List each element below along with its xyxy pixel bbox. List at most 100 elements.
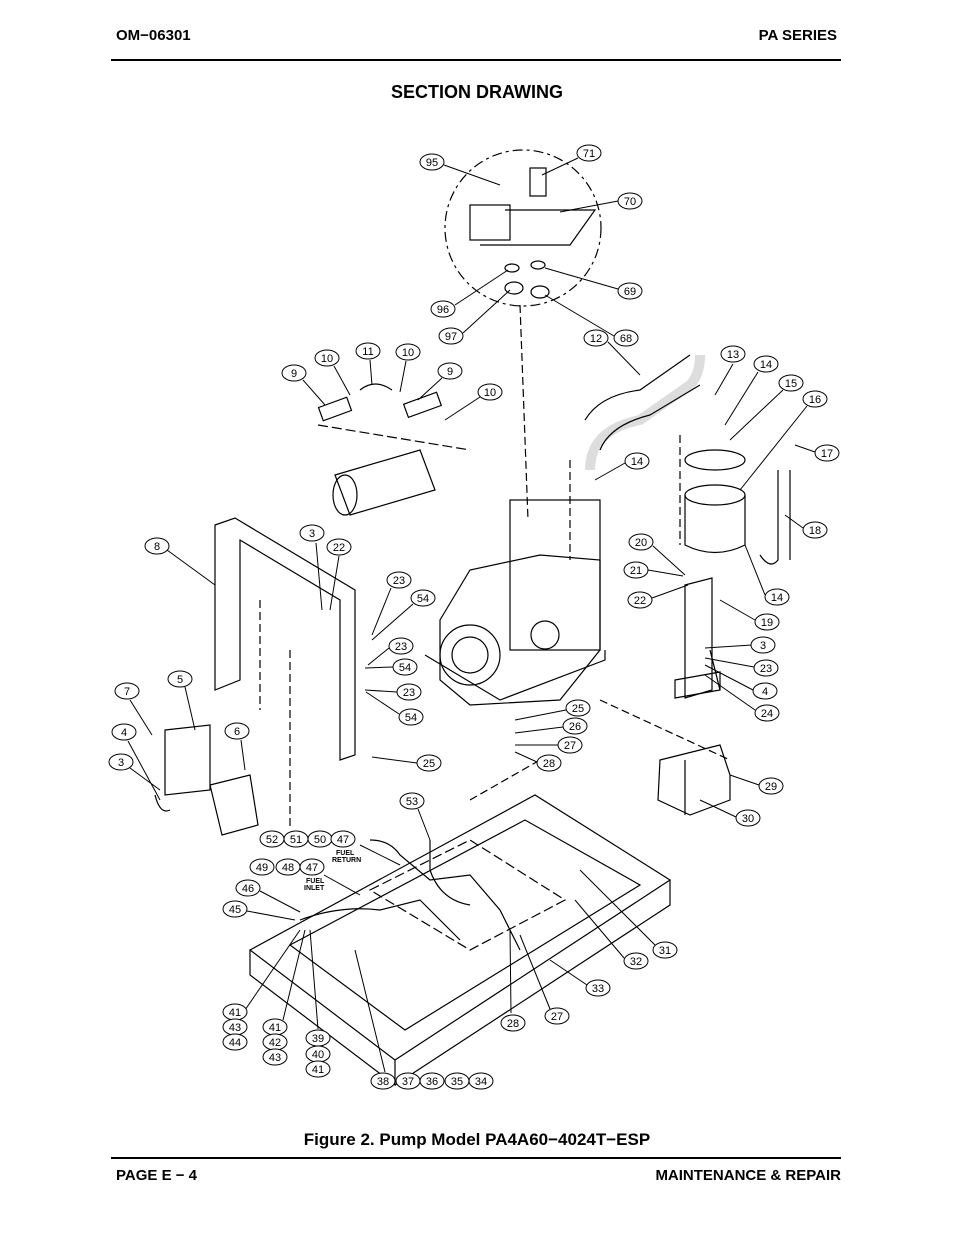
callout-33: 33: [585, 979, 611, 997]
callout-50: 50: [307, 830, 333, 848]
callout-label: 54: [405, 712, 417, 724]
callout-46: 46: [235, 879, 261, 897]
callout-label: 3: [760, 640, 766, 652]
callout-label: 25: [423, 758, 435, 770]
callout-bubble: [477, 383, 503, 401]
callout-34: 34: [468, 1072, 494, 1090]
callout-label: 27: [551, 1011, 563, 1023]
callout-bubble: [623, 561, 649, 579]
engine-block: [439, 554, 601, 706]
callout-label: 9: [447, 366, 453, 378]
callout-29: 29: [758, 777, 784, 795]
callout-label: 13: [727, 349, 739, 361]
callout-label: 47: [306, 862, 318, 874]
callout-label: 6: [234, 726, 240, 738]
callout-label: 96: [437, 304, 449, 316]
callout-bubble: [410, 589, 436, 607]
callout-3: 3: [750, 636, 776, 654]
page-number: PAGE E − 4: [116, 1167, 198, 1184]
callout-bubble: [617, 192, 643, 210]
callout-label: 3: [118, 757, 124, 769]
callout-label: 14: [771, 592, 783, 604]
fuel-inlet-note-line1: FUEL: [306, 878, 325, 885]
callout-54: 54: [410, 589, 436, 607]
callout-20: 20: [628, 533, 654, 551]
callout-bubble: [370, 1072, 396, 1090]
callout-bubble: [613, 329, 639, 347]
callout-14: 14: [753, 355, 779, 373]
callout-label: 43: [229, 1022, 241, 1034]
callout-label: 39: [312, 1033, 324, 1045]
callout-bubble: [778, 374, 804, 392]
callout-label: 27: [564, 740, 576, 752]
drawing-linework: [154, 149, 791, 1087]
callout-label: 10: [321, 353, 333, 365]
callout-15: 15: [778, 374, 804, 392]
callout-bubble: [330, 830, 356, 848]
callout-bubble: [114, 682, 140, 700]
callout-9: 9: [281, 364, 307, 382]
callout-27: 27: [557, 736, 583, 754]
callout-label: 10: [484, 387, 496, 399]
callout-bubble: [576, 144, 602, 162]
callout-bubble: [565, 699, 591, 717]
callout-label: 52: [266, 834, 278, 846]
callout-label: 41: [229, 1007, 241, 1019]
callout-bubble: [222, 900, 248, 918]
leader-lines: [127, 157, 816, 1073]
callout-27: 27: [544, 1007, 570, 1025]
callout-bubble: [562, 717, 588, 735]
callout-bubble: [416, 754, 442, 772]
callout-bubble: [468, 1072, 494, 1090]
detail-circle: [444, 149, 602, 307]
callout-14: 14: [624, 452, 650, 470]
callout-41: 41: [222, 1003, 248, 1021]
callout-label: 8: [154, 541, 160, 553]
callout-bubble: [585, 979, 611, 997]
callout-bubble: [299, 858, 325, 876]
callout-bubble: [624, 452, 650, 470]
callout-label: 24: [761, 708, 773, 720]
section-title: SECTION DRAWING: [390, 82, 563, 102]
callout-label: 97: [445, 331, 457, 343]
fuel-inlet-note-line2: INLET: [304, 885, 325, 892]
callout-bubble: [627, 591, 653, 609]
callout-bubble: [752, 682, 778, 700]
callout-label: 11: [362, 346, 373, 358]
callout-28: 28: [500, 1014, 526, 1032]
callout-label: 7: [124, 686, 130, 698]
callout-51: 51: [283, 830, 309, 848]
callout-bubble: [249, 858, 275, 876]
callout-24: 24: [754, 704, 780, 722]
callout-48: 48: [275, 858, 301, 876]
callout-label: 35: [451, 1076, 463, 1088]
callout-bubble: [544, 1007, 570, 1025]
callout-label: 5: [177, 674, 183, 686]
callout-label: 21: [630, 565, 642, 577]
fuel-return-note-line1: FUEL: [336, 850, 355, 857]
callout-69: 69: [617, 282, 643, 300]
callout-19: 19: [754, 613, 780, 631]
callout-42: 42: [262, 1033, 288, 1051]
callout-bubble: [167, 670, 193, 688]
callout-bubble: [222, 1033, 248, 1051]
callout-label: 28: [543, 758, 555, 770]
footer-rule: [111, 1157, 841, 1159]
callout-label: 23: [393, 575, 405, 587]
callout-label: 17: [821, 448, 833, 460]
callout-bubble: [720, 345, 746, 363]
callout-47: 47: [330, 830, 356, 848]
callout-label: 19: [761, 617, 773, 629]
callout-bubble: [419, 1072, 445, 1090]
callout-label: 20: [635, 537, 647, 549]
callout-52: 52: [259, 830, 285, 848]
callout-label: 9: [291, 368, 297, 380]
callout-label: 4: [121, 727, 127, 739]
callout-label: 25: [572, 703, 584, 715]
callout-label: 95: [426, 157, 438, 169]
callout-41: 41: [305, 1060, 331, 1078]
callout-bubble: [802, 390, 828, 408]
callout-label: 53: [406, 796, 418, 808]
